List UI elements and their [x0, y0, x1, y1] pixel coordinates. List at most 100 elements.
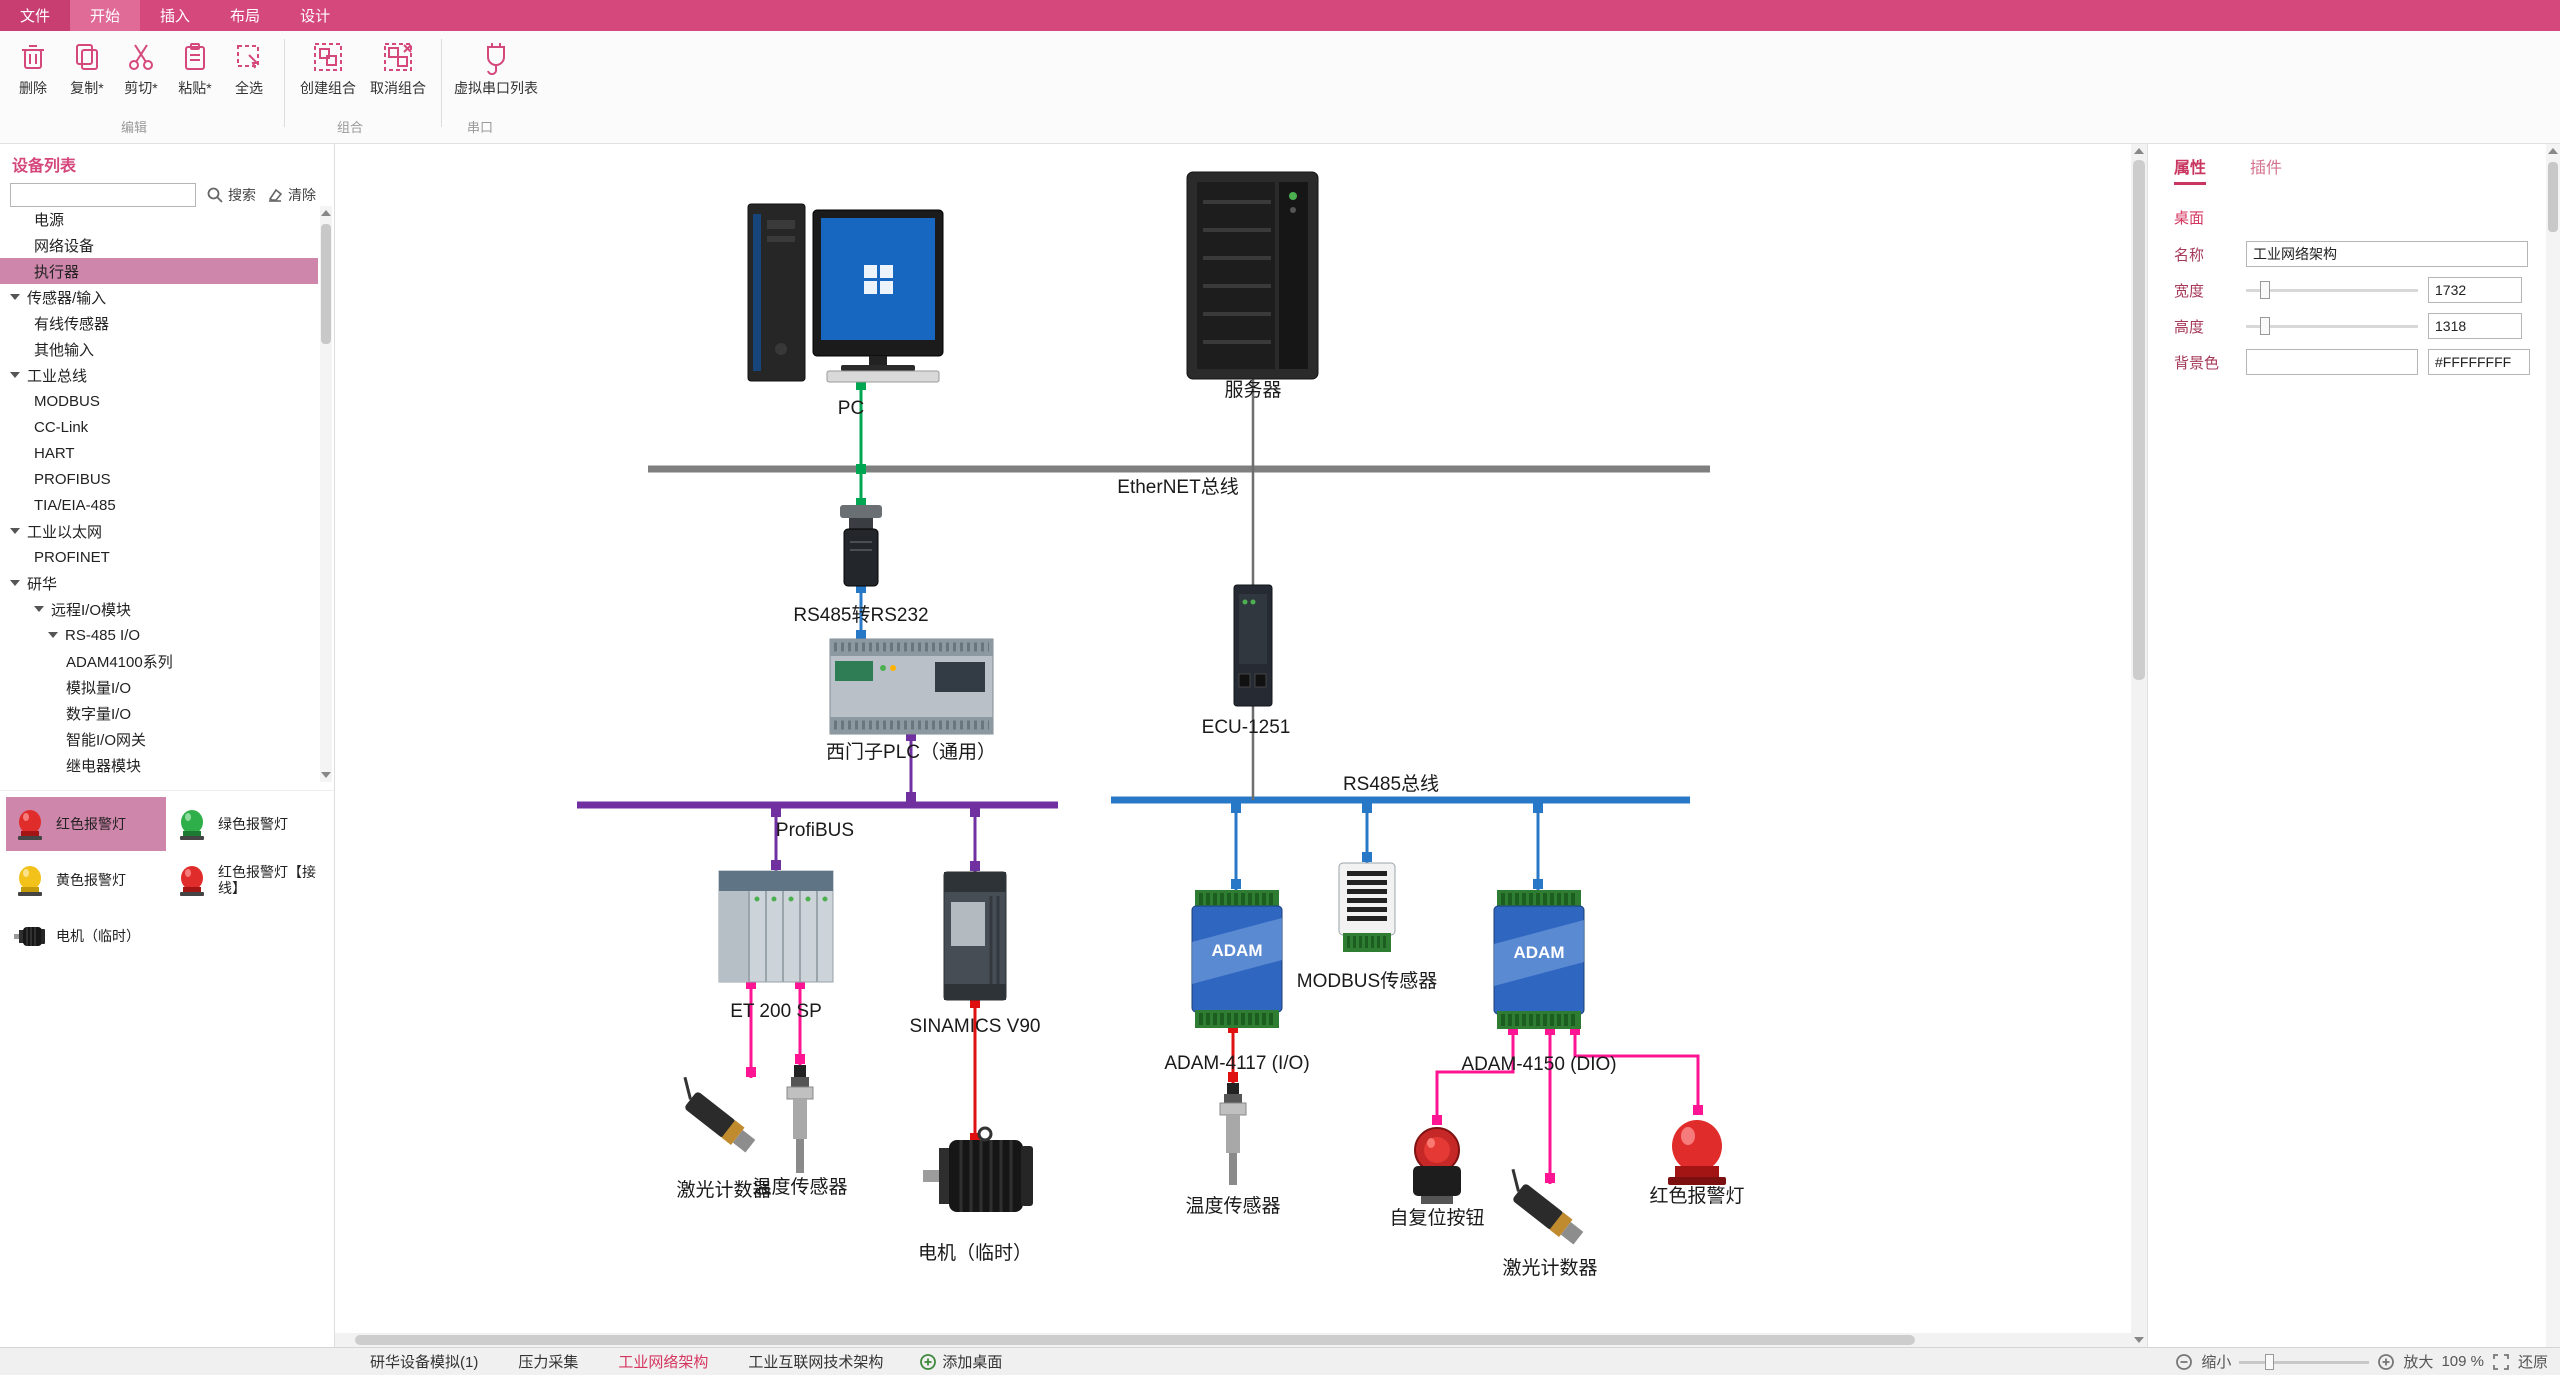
desktop-tab-pressure[interactable]: 压力采集 [518, 1354, 579, 1371]
tree-item-tia-eia-485[interactable]: TIA/EIA-485 [34, 496, 116, 514]
restore-view-icon[interactable] [2492, 1353, 2510, 1371]
node-pc[interactable]: PC [747, 203, 944, 419]
panel-scrollbar[interactable] [2546, 144, 2560, 1347]
wire-adam4150-to-alarm[interactable] [1570, 1025, 1703, 1115]
wire-adam4150-to-laser2[interactable] [1545, 1025, 1555, 1184]
canvas-hscroll-thumb[interactable] [355, 1335, 1915, 1345]
node-reset-button[interactable]: 自复位按钮 [1389, 1127, 1485, 1229]
desktop-tab-industrial-network[interactable]: 工业网络架构 [618, 1354, 709, 1371]
tree-item-digital-io[interactable]: 数字量I/O [66, 705, 132, 723]
scroll-up-icon[interactable] [2548, 148, 2558, 154]
select-all-button[interactable]: 全选 [222, 39, 276, 98]
name-field[interactable] [2246, 241, 2528, 267]
tree-item-profibus[interactable]: PROFIBUS [34, 470, 111, 488]
copy-button[interactable]: 复制* [60, 39, 114, 98]
virtual-serial-list-button[interactable]: 虚拟串口列表 [450, 39, 542, 98]
tree-item-network-devices[interactable]: 网络设备 [34, 237, 95, 255]
node-converter[interactable]: RS485转RS232 [793, 505, 929, 626]
wire-adam4150-to-button[interactable] [1432, 1025, 1518, 1125]
zoom-slider-thumb[interactable] [2265, 1353, 2275, 1370]
node-modbus-sensor[interactable]: MODBUS传感器 [1297, 862, 1437, 992]
background-color-value-field[interactable] [2428, 349, 2530, 375]
scroll-down-icon[interactable] [2134, 1337, 2144, 1343]
tree-item-industrial-bus[interactable]: 工业总线 [0, 362, 318, 388]
add-desktop-button[interactable]: 添加桌面 [903, 1351, 1018, 1372]
tree-item-hart[interactable]: HART [34, 444, 75, 462]
ungroup-button[interactable]: 取消组合 [363, 39, 433, 98]
zoom-slider[interactable] [2239, 1353, 2370, 1371]
tree-item-wired-sensors[interactable]: 有线传感器 [34, 315, 110, 333]
expand-icon[interactable] [10, 372, 20, 378]
tree-item-profinet[interactable]: PROFINET [34, 548, 110, 566]
tab-plugins[interactable]: 插件 [2250, 160, 2283, 177]
wire-converter-to-plc[interactable] [856, 583, 866, 640]
node-ecu[interactable]: ECU-1251 [1202, 584, 1291, 738]
expand-icon[interactable] [10, 528, 20, 534]
palette-item-green-alarm[interactable]: 绿色报警灯 [168, 797, 328, 851]
menu-layout[interactable]: 布局 [230, 8, 261, 25]
wire-pc-to-converter[interactable] [856, 380, 866, 508]
width-slider[interactable] [2246, 280, 2418, 300]
node-plc[interactable]: 西门子PLC（通用） [826, 638, 996, 763]
tree-item-rs485-io[interactable]: RS-485 I/O [0, 622, 318, 648]
height-slider[interactable] [2246, 316, 2418, 336]
width-field[interactable] [2428, 277, 2522, 303]
tree-item-analog-io[interactable]: 模拟量I/O [66, 679, 132, 697]
expand-icon[interactable] [34, 606, 44, 612]
palette-item-red-alarm-wired[interactable]: 红色报警灯【接线】 [168, 853, 328, 907]
design-canvas[interactable]: PC 服务器 EtherNET总线 ProfiBUS RS485总线 RS485… [335, 144, 2131, 1333]
height-field[interactable] [2428, 313, 2522, 339]
restore-label[interactable]: 还原 [2517, 1354, 2548, 1371]
clear-button[interactable]: 清除 [266, 185, 316, 205]
wire-profibus-to-v90[interactable] [970, 805, 980, 872]
tree-item-relay[interactable]: 继电器模块 [66, 757, 142, 775]
wire-et200sp-to-laser1[interactable] [746, 979, 756, 1078]
zoom-out-icon[interactable] [2175, 1353, 2193, 1371]
desktop-tab-iiot-architecture[interactable]: 工业互联网技术架构 [748, 1354, 884, 1371]
canvas-vertical-scrollbar[interactable] [2131, 144, 2147, 1347]
tree-item-actuators[interactable]: 执行器 [0, 258, 318, 284]
scroll-up-icon[interactable] [2134, 148, 2144, 154]
menu-home[interactable]: 开始 [70, 0, 141, 31]
zoom-out-label[interactable]: 缩小 [2201, 1354, 2232, 1371]
tree-item-sensors-input[interactable]: 传感器/输入 [0, 284, 318, 310]
wire-rs485-to-adam4117[interactable] [1231, 800, 1241, 890]
palette-item-yellow-alarm[interactable]: 黄色报警灯 [6, 853, 166, 907]
palette-item-red-alarm[interactable]: 红色报警灯 [6, 797, 166, 851]
tab-properties[interactable]: 属性 [2174, 154, 2207, 185]
tree-scrollbar[interactable] [320, 206, 332, 782]
palette-item-motor[interactable]: 电机（临时） [6, 909, 166, 963]
tree-item-industrial-ethernet[interactable]: 工业以太网 [0, 518, 318, 544]
device-search-input[interactable] [10, 183, 196, 207]
tree-item-cc-link[interactable]: CC-Link [34, 418, 89, 436]
node-adam4117[interactable]: ADAM ADAM-4117 (I/O) [1164, 890, 1310, 1074]
tree-item-adam4100[interactable]: ADAM4100系列 [66, 653, 173, 671]
wire-et200sp-to-temp1[interactable] [795, 979, 805, 1065]
menu-file[interactable]: 文件 [0, 0, 71, 31]
width-slider-thumb[interactable] [2260, 281, 2270, 299]
desktop-tab-advantech-sim[interactable]: 研华设备模拟(1) [370, 1354, 479, 1371]
expand-icon[interactable] [48, 632, 58, 638]
node-red-alarm[interactable]: 红色报警灯 [1649, 1120, 1745, 1207]
node-temp-sensor-2[interactable]: 温度传感器 [1185, 1083, 1281, 1217]
tree-item-advantech[interactable]: 研华 [0, 570, 318, 596]
canvas-horizontal-scrollbar[interactable] [335, 1333, 2131, 1347]
node-motor[interactable]: 电机（临时） [918, 1126, 1033, 1264]
canvas-vscroll-thumb[interactable] [2133, 160, 2145, 680]
node-laser-counter-1[interactable]: 激光计数器 [670, 1076, 772, 1201]
panel-scroll-thumb[interactable] [2548, 162, 2558, 232]
tree-item-smart-io-gateway[interactable]: 智能I/O网关 [66, 731, 147, 749]
node-v90[interactable]: SINAMICS V90 [910, 871, 1041, 1037]
node-server[interactable]: 服务器 [1186, 171, 1319, 401]
expand-icon[interactable] [10, 294, 20, 300]
zoom-in-label[interactable]: 放大 [2403, 1354, 2434, 1371]
menu-design[interactable]: 设计 [300, 8, 331, 25]
node-laser-counter-2[interactable]: 激光计数器 [1498, 1168, 1598, 1279]
wire-rs485-to-modbus-sensor[interactable] [1362, 800, 1372, 863]
tree-item-power[interactable]: 电源 [34, 211, 65, 229]
cut-button[interactable]: 剪切* [114, 39, 168, 98]
height-slider-thumb[interactable] [2260, 317, 2270, 335]
expand-icon[interactable] [10, 580, 20, 586]
zoom-in-icon[interactable] [2377, 1353, 2395, 1371]
node-adam4150[interactable]: ADAM ADAM-4150 (DIO) [1461, 890, 1617, 1075]
